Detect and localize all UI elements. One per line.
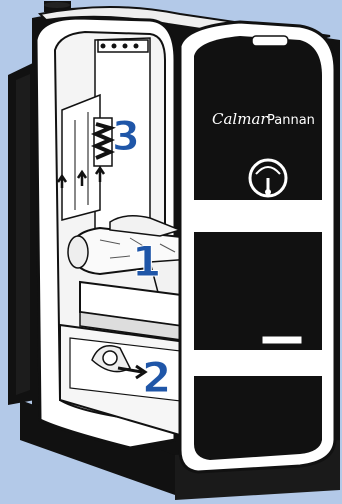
callout-two: 2	[142, 353, 171, 402]
brand-logo-right: Pannan	[267, 113, 315, 128]
lower-door-detail	[262, 336, 302, 344]
front-door-panel	[180, 22, 335, 472]
brand-logo-left: Calmar	[212, 110, 268, 128]
thermometer-gauge	[250, 160, 286, 196]
callout-one: 1	[132, 237, 161, 286]
rear-side-panel	[8, 62, 35, 405]
heat-exchanger-baffles	[94, 118, 112, 166]
callout-three: 3	[112, 114, 140, 160]
